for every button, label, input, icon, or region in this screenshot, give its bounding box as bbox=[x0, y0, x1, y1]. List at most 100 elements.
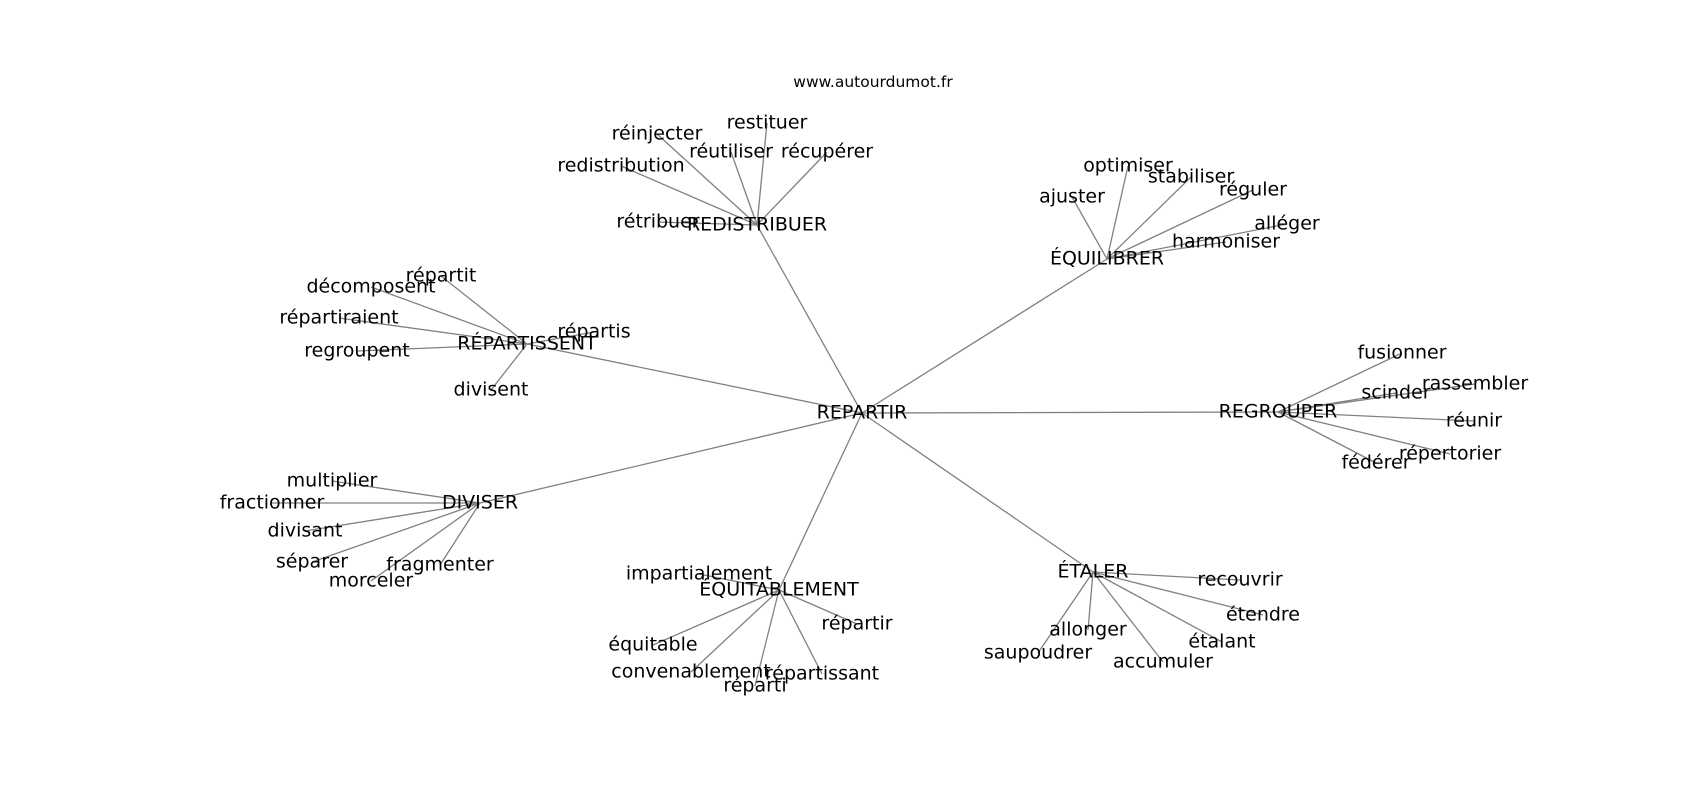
node-leaf-redistribution[interactable]: redistribution bbox=[557, 155, 684, 177]
node-leaf-etendre[interactable]: étendre bbox=[1226, 604, 1300, 626]
node-leaf-stabiliser[interactable]: stabiliser bbox=[1148, 166, 1234, 188]
node-leaf-impartialement[interactable]: impartialement bbox=[626, 563, 772, 585]
edge-repartissent-repartit bbox=[440, 275, 528, 345]
edge-etaler-allonger bbox=[1087, 571, 1094, 631]
node-group-equilibrer[interactable]: ÉQUILIBRER bbox=[1050, 247, 1164, 270]
node-leaf-ajuster[interactable]: ajuster bbox=[1039, 186, 1105, 208]
edge-repartissent-repartis bbox=[526, 331, 595, 345]
node-leaf-reunir[interactable]: réunir bbox=[1446, 410, 1502, 432]
graph-labels: REPARTIRREDISTRIBUERrestituerréinjecterr… bbox=[220, 112, 1529, 697]
edge-regrouper-fusionner bbox=[1277, 352, 1403, 413]
node-leaf-etalant[interactable]: étalant bbox=[1188, 631, 1255, 653]
edge-equitablement-repartissant bbox=[778, 589, 823, 675]
node-leaf-equitable[interactable]: équitable bbox=[608, 634, 697, 656]
edge-hub-equilibrer bbox=[861, 258, 1108, 414]
node-leaf-scinder[interactable]: scinder bbox=[1361, 382, 1430, 404]
graph-edges bbox=[272, 122, 1476, 687]
node-leaf-reutiliser[interactable]: réutiliser bbox=[689, 141, 773, 163]
edge-redistribuer-reinjecter bbox=[656, 133, 758, 226]
edge-equilibrer-stabiliser bbox=[1106, 176, 1192, 260]
node-leaf-recouvrir[interactable]: recouvrir bbox=[1197, 569, 1283, 591]
edge-hub-equitablement bbox=[778, 412, 863, 591]
node-leaf-separer[interactable]: séparer bbox=[276, 551, 348, 573]
node-leaf-repartir[interactable]: répartir bbox=[821, 613, 892, 635]
edge-diviser-fragmenter bbox=[439, 502, 481, 566]
node-leaf-federer[interactable]: fédérer bbox=[1341, 452, 1410, 474]
node-leaf-repartissant[interactable]: répartissant bbox=[765, 663, 879, 685]
edge-regrouper-scinder bbox=[1277, 392, 1397, 413]
node-leaf-reinjecter[interactable]: réinjecter bbox=[612, 123, 703, 145]
node-group-equitablement[interactable]: ÉQUITABLEMENT bbox=[699, 578, 859, 601]
node-leaf-rassembler[interactable]: rassembler bbox=[1422, 373, 1528, 395]
node-leaf-repartiraient[interactable]: répartiraient bbox=[279, 307, 398, 329]
node-leaf-multiplier[interactable]: multiplier bbox=[287, 470, 378, 492]
node-leaf-divisant[interactable]: divisant bbox=[268, 520, 343, 542]
edge-repartissent-divisent bbox=[490, 343, 528, 391]
edge-equitablement-impartialement bbox=[698, 573, 780, 591]
node-leaf-recuperer[interactable]: récupérer bbox=[781, 141, 873, 163]
node-leaf-fractionner[interactable]: fractionner bbox=[220, 492, 325, 514]
node-leaf-optimiser[interactable]: optimiser bbox=[1083, 155, 1173, 177]
node-leaf-divisent[interactable]: divisent bbox=[454, 379, 529, 401]
node-leaf-alleger[interactable]: alléger bbox=[1254, 213, 1320, 235]
node-leaf-repartit[interactable]: répartit bbox=[406, 265, 477, 287]
node-leaf-reparti[interactable]: réparti bbox=[723, 675, 786, 697]
node-leaf-decomposent[interactable]: décomposent bbox=[306, 276, 435, 298]
edge-equitablement-reparti bbox=[754, 589, 780, 687]
edge-regrouper-reunir bbox=[1277, 411, 1475, 422]
edge-hub-regrouper bbox=[861, 411, 1279, 414]
edge-equitablement-convenablement bbox=[690, 589, 780, 673]
node-leaf-fragmenter[interactable]: fragmenter bbox=[386, 554, 494, 576]
node-leaf-fusionner[interactable]: fusionner bbox=[1357, 342, 1446, 364]
edge-redistribuer-redistribution bbox=[620, 165, 758, 226]
edge-etaler-etalant bbox=[1092, 571, 1223, 643]
edge-hub-diviser bbox=[479, 412, 863, 504]
edge-regrouper-federer bbox=[1277, 411, 1377, 464]
edge-diviser-separer bbox=[311, 502, 481, 563]
node-group-redistribuer[interactable]: REDISTRIBUER bbox=[687, 214, 827, 236]
edge-diviser-multiplier bbox=[331, 480, 481, 504]
edge-redistribuer-restituer bbox=[756, 122, 768, 226]
edge-etaler-saupoudrer bbox=[1037, 571, 1094, 654]
edge-equilibrer-alleger bbox=[1106, 223, 1288, 260]
edge-redistribuer-reutiliser bbox=[730, 151, 758, 226]
node-leaf-repertorier[interactable]: répertorier bbox=[1399, 443, 1501, 465]
edge-diviser-morceler bbox=[370, 502, 481, 582]
edge-hub-etaler bbox=[861, 412, 1094, 573]
node-group-etaler[interactable]: ÉTALER bbox=[1058, 560, 1129, 583]
edge-repartissent-regroupent bbox=[356, 343, 528, 352]
edge-regrouper-repertorier bbox=[1277, 411, 1451, 455]
edge-etaler-recouvrir bbox=[1092, 571, 1241, 581]
node-leaf-accumuler[interactable]: accumuler bbox=[1113, 651, 1213, 673]
node-group-repartissent[interactable]: RÉPARTISSENT bbox=[457, 332, 597, 355]
node-group-diviser[interactable]: DIVISER bbox=[442, 492, 518, 514]
edge-redistribuer-recuperer bbox=[756, 151, 828, 226]
edge-hub-redistribuer bbox=[756, 224, 863, 414]
edge-equitablement-equitable bbox=[652, 589, 780, 646]
node-leaf-reguler[interactable]: réguler bbox=[1219, 179, 1287, 201]
node-leaf-restituer[interactable]: restituer bbox=[727, 112, 808, 134]
edge-etaler-etendre bbox=[1092, 571, 1264, 616]
node-leaf-repartis[interactable]: répartis bbox=[557, 321, 630, 343]
edge-redistribuer-retribuer bbox=[657, 221, 758, 226]
edge-repartissent-decomposent bbox=[370, 286, 528, 345]
edge-equitablement-repartir bbox=[778, 589, 858, 625]
node-leaf-saupoudrer[interactable]: saupoudrer bbox=[984, 642, 1092, 664]
edge-equilibrer-optimiser bbox=[1106, 165, 1129, 260]
node-leaf-morceler[interactable]: morceler bbox=[329, 570, 414, 592]
node-leaf-harmoniser[interactable]: harmoniser bbox=[1172, 231, 1280, 253]
node-group-regrouper[interactable]: REGROUPER bbox=[1219, 401, 1338, 423]
edge-diviser-divisant bbox=[304, 502, 481, 532]
node-hub-repartir[interactable]: REPARTIR bbox=[817, 402, 908, 424]
edge-hub-repartissent bbox=[526, 343, 863, 414]
node-leaf-allonger[interactable]: allonger bbox=[1049, 619, 1127, 641]
node-leaf-regroupent[interactable]: regroupent bbox=[304, 340, 409, 362]
node-leaf-retribuer[interactable]: rétribuer bbox=[616, 211, 699, 233]
edge-equilibrer-harmoniser bbox=[1106, 241, 1227, 260]
source-watermark: www.autourdumot.fr bbox=[793, 73, 953, 91]
node-leaf-convenablement[interactable]: convenablement bbox=[611, 661, 770, 683]
edge-equilibrer-ajuster bbox=[1071, 196, 1108, 260]
edge-repartissent-repartiraient bbox=[338, 317, 528, 345]
edge-etaler-accumuler bbox=[1092, 571, 1164, 663]
